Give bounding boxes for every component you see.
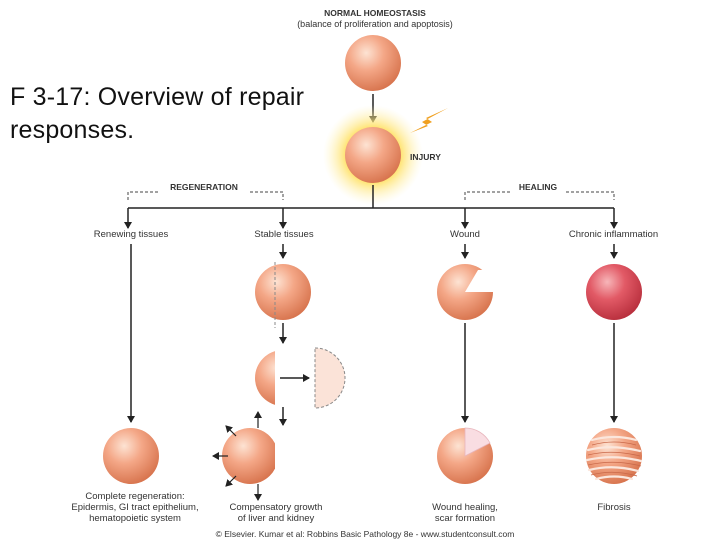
lightning-bolt-icon — [410, 108, 448, 133]
regeneration-label: REGENERATION — [170, 182, 238, 192]
compensatory-growth-cell — [222, 428, 275, 484]
normal-cell — [345, 35, 401, 91]
credit-line: © Elsevier. Kumar et al: Robbins Basic P… — [215, 529, 515, 539]
regeneration-bracket — [127, 191, 284, 200]
slide-title: F 3-17: Overview of repair responses. — [10, 82, 305, 144]
complete-regeneration-cell — [103, 428, 159, 484]
wound-healing-label: Wound healing, scar formation — [432, 502, 498, 524]
homeostasis-title: NORMAL HOMEOSTASIS — [324, 8, 426, 18]
wounded-cell — [437, 264, 493, 320]
stable-tissues-label: Stable tissues — [254, 229, 314, 240]
stable-cell-half — [255, 351, 275, 405]
injury-label: INJURY — [410, 152, 441, 162]
wound-label: Wound — [450, 229, 480, 240]
healing-bracket — [464, 191, 615, 200]
fibrosis-cell — [585, 428, 643, 484]
compensatory-growth-label: Compensatory growth of liver and kidney — [229, 502, 323, 524]
chronic-inflammation-label: Chronic inflammation — [568, 229, 659, 240]
fibrosis-label: Fibrosis — [597, 502, 631, 513]
complete-regeneration-label: Complete regeneration: Epidermis, GI tra… — [71, 491, 199, 524]
renewing-tissues-label: Renewing tissues — [93, 229, 169, 240]
removed-half — [314, 347, 346, 409]
injured-cell — [345, 127, 401, 183]
scar-patch — [464, 427, 491, 457]
inflamed-cell — [586, 264, 642, 320]
stable-cell-1 — [255, 264, 311, 320]
healing-label: HEALING — [518, 182, 558, 192]
homeostasis-subtitle: (balance of proliferation and apoptosis) — [297, 19, 453, 29]
